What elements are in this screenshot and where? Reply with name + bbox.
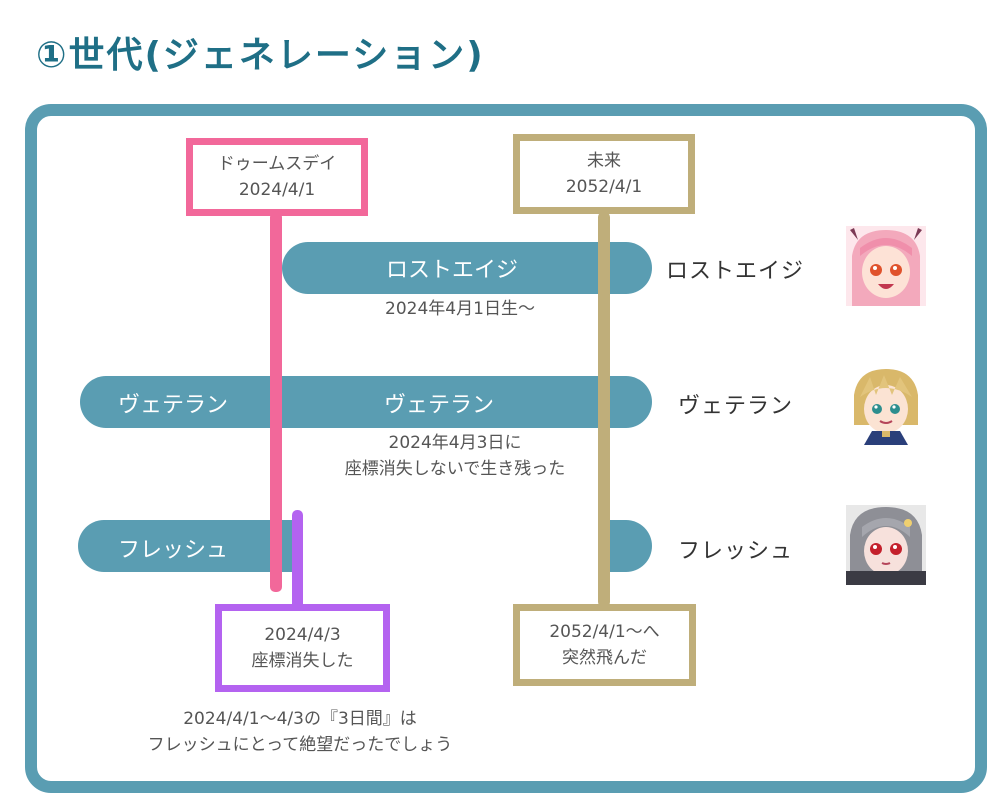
doomsday-box-line2: 2024/4/1	[238, 180, 316, 200]
avatar-veteran	[846, 365, 926, 445]
bar-fresh-left	[78, 520, 300, 572]
jump-box: 2052/4/1～へ 突然飛んだ	[513, 604, 696, 686]
doomsday-box-line1: ドゥームスデイ	[217, 154, 337, 174]
bar-veteran-label-mid: ヴェテラン	[384, 393, 495, 418]
coords-lost-box: 2024/4/3 座標消失した	[215, 604, 390, 692]
veteran-note: 2024年4月3日に 座標消失しないで生き残った	[290, 430, 620, 482]
bar-lost-age-label: ロストエイジ	[385, 258, 518, 283]
jump-box-line2: 突然飛んだ	[562, 648, 647, 668]
page-title: ①世代(ジェネレーション)	[36, 35, 485, 76]
jump-box-line1: 2052/4/1～へ	[549, 622, 660, 642]
avatar-lost-age	[846, 226, 926, 306]
bar-veteran-label-left: ヴェテラン	[118, 393, 229, 418]
avatar-fresh	[846, 505, 926, 585]
bar-veteran	[80, 376, 652, 428]
diagram-frame	[25, 104, 987, 793]
doomsday-box: ドゥームスデイ 2024/4/1	[186, 138, 368, 216]
veteran-note-line2: 座標消失しないで生き残った	[344, 459, 566, 479]
side-label-veteran: ヴェテラン	[678, 394, 794, 419]
future-box-line2: 2052/4/1	[565, 177, 643, 197]
lost-age-note: 2024年4月1日生～	[385, 299, 535, 319]
coords-lost-box-line1: 2024/4/3	[264, 625, 341, 645]
bottom-note-line1: 2024/4/1～4/3の『3日間』は	[183, 709, 417, 729]
veteran-note-line1: 2024年4月3日に	[388, 433, 522, 453]
side-label-fresh: フレッシュ	[678, 539, 794, 564]
future-box: 未来 2052/4/1	[513, 134, 695, 214]
coords-lost-line	[292, 510, 303, 610]
bar-lost-age: ロストエイジ	[282, 242, 652, 294]
bar-fresh-right	[602, 520, 652, 572]
future-box-line1: 未来	[587, 151, 621, 171]
coords-lost-box-line2: 座標消失した	[251, 651, 354, 671]
bottom-note-line2: フレッシュにとって絶望だったでしょう	[147, 735, 453, 755]
side-label-lost-age: ロストエイジ	[666, 259, 805, 284]
bottom-note: 2024/4/1～4/3の『3日間』は フレッシュにとって絶望だったでしょう	[100, 706, 500, 758]
future-line	[598, 212, 610, 607]
bar-fresh-label: フレッシュ	[118, 538, 229, 563]
doomsday-line	[270, 212, 282, 592]
